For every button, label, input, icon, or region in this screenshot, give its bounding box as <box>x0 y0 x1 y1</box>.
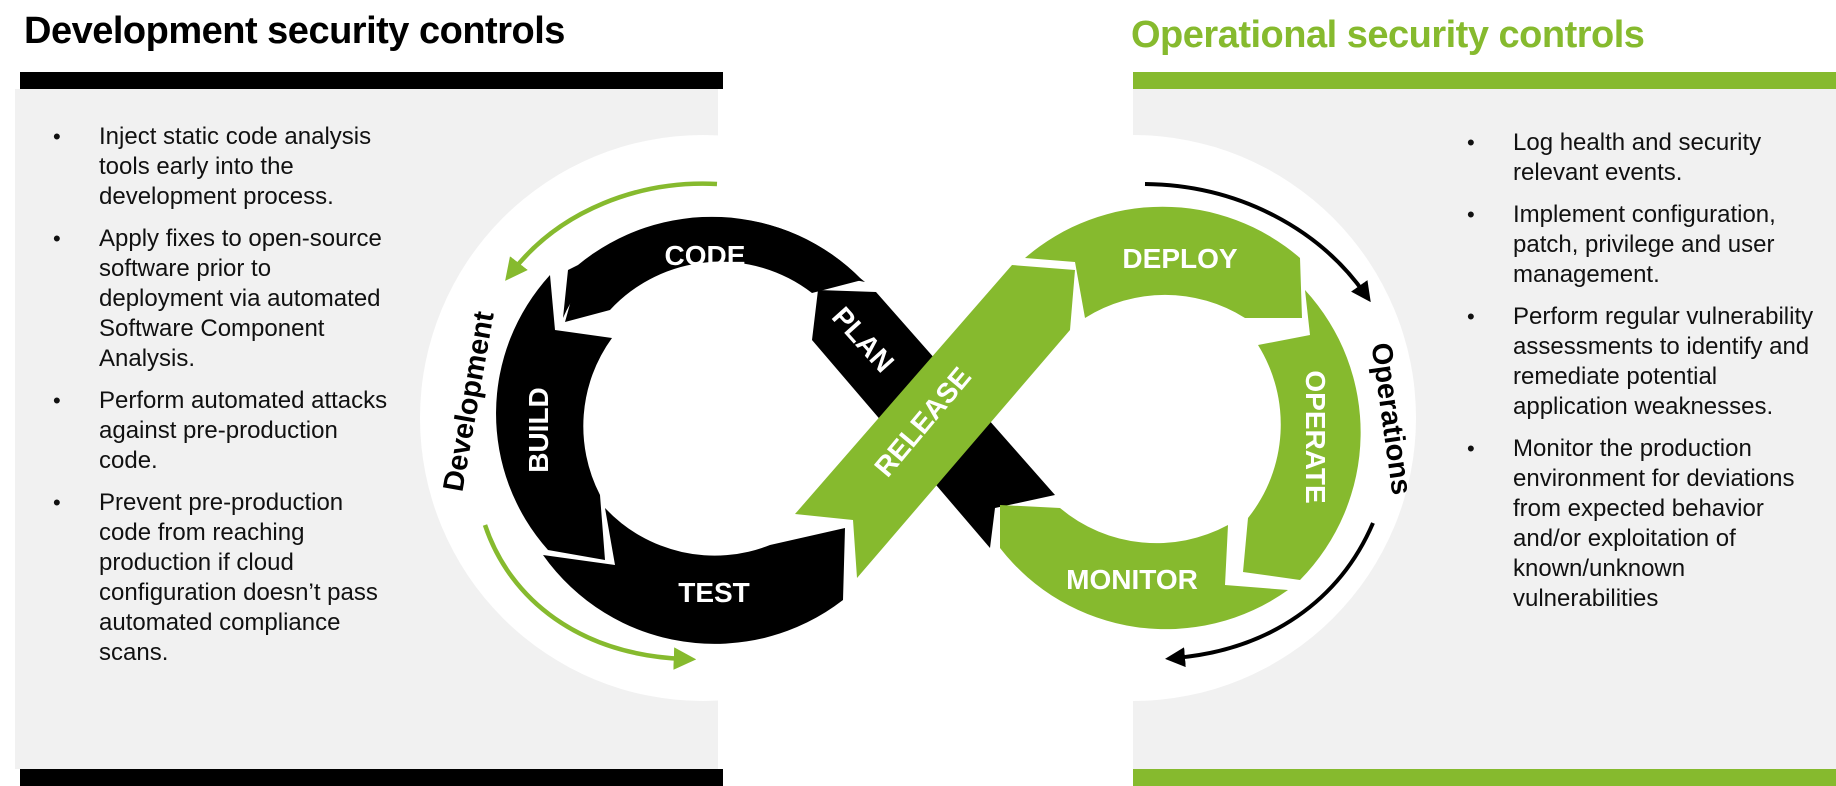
operations-top-arrow-icon <box>1144 182 1371 303</box>
bullet-icon: • <box>1467 436 1475 461</box>
operate-segment <box>1243 290 1361 580</box>
monitor-segment <box>1000 505 1288 630</box>
release-segment <box>795 265 1075 578</box>
stage-label-deploy: DEPLOY <box>1122 243 1237 274</box>
development-top-arrow-icon <box>505 181 718 281</box>
operations-bottom-arrow-icon <box>1165 522 1375 668</box>
stage-label-monitor: MONITOR <box>1066 564 1198 595</box>
bullet-icon: • <box>53 226 61 251</box>
code-segment-body <box>565 217 862 322</box>
stage-label-operate: OPERATE <box>1300 370 1331 503</box>
bullet-icon: • <box>1467 304 1475 329</box>
operational-top-bar <box>1133 72 1836 89</box>
development-control-item: • Apply fixes to open-source software pri… <box>53 224 393 374</box>
development-control-text: Perform automated attacks against pre-pr… <box>99 387 388 474</box>
operational-control-text: Monitor the production environment for d… <box>1513 435 1795 612</box>
development-control-text: Prevent pre-production code from reachin… <box>99 489 378 666</box>
bullet-icon: • <box>53 388 61 413</box>
development-control-text: Inject static code analysis tools early … <box>99 123 372 210</box>
operational-control-text: Perform regular vulnerability assessment… <box>1513 303 1814 420</box>
operations-loop <box>795 206 1361 630</box>
bullet-icon: • <box>53 490 61 515</box>
development-bottom-bar <box>20 769 723 786</box>
development-control-item: • Prevent pre-production code from reachi… <box>53 488 393 668</box>
stage-label-test: TEST <box>678 577 750 608</box>
development-bottom-arrow-icon <box>482 524 697 670</box>
development-control-text: Apply fixes to open-source software prio… <box>99 225 382 372</box>
development-control-item: • Perform automated attacks against pre-p… <box>53 386 393 476</box>
development-controls-list: • Inject static code analysis tools early… <box>53 122 393 680</box>
development-control-item: • Inject static code analysis tools early… <box>53 122 393 212</box>
bullet-icon: • <box>53 124 61 149</box>
bullet-icon: • <box>1467 202 1475 227</box>
operational-control-text: Log health and security relevant events. <box>1513 129 1762 186</box>
operational-control-item: • Monitor the production environment for … <box>1467 434 1817 614</box>
operational-controls-list: • Log health and security relevant events… <box>1467 128 1817 626</box>
operational-control-item: • Log health and security relevant events… <box>1467 128 1817 188</box>
operational-title: Operational security controls <box>1131 14 1645 56</box>
operational-control-item: • Implement configuration, patch, privile… <box>1467 200 1817 290</box>
operational-bottom-bar <box>1133 769 1836 786</box>
development-top-bar <box>20 72 723 89</box>
stage-label-code: CODE <box>665 240 746 271</box>
build-segment <box>496 275 612 560</box>
bullet-icon: • <box>1467 130 1475 155</box>
deploy-segment <box>1025 206 1302 318</box>
operational-control-text: Implement configuration, patch, privileg… <box>1513 201 1776 288</box>
development-title: Development security controls <box>24 10 565 52</box>
operational-control-item: • Perform regular vulnerability assessmen… <box>1467 302 1817 422</box>
test-segment <box>543 508 845 644</box>
stage-label-build: BUILD <box>523 387 554 473</box>
